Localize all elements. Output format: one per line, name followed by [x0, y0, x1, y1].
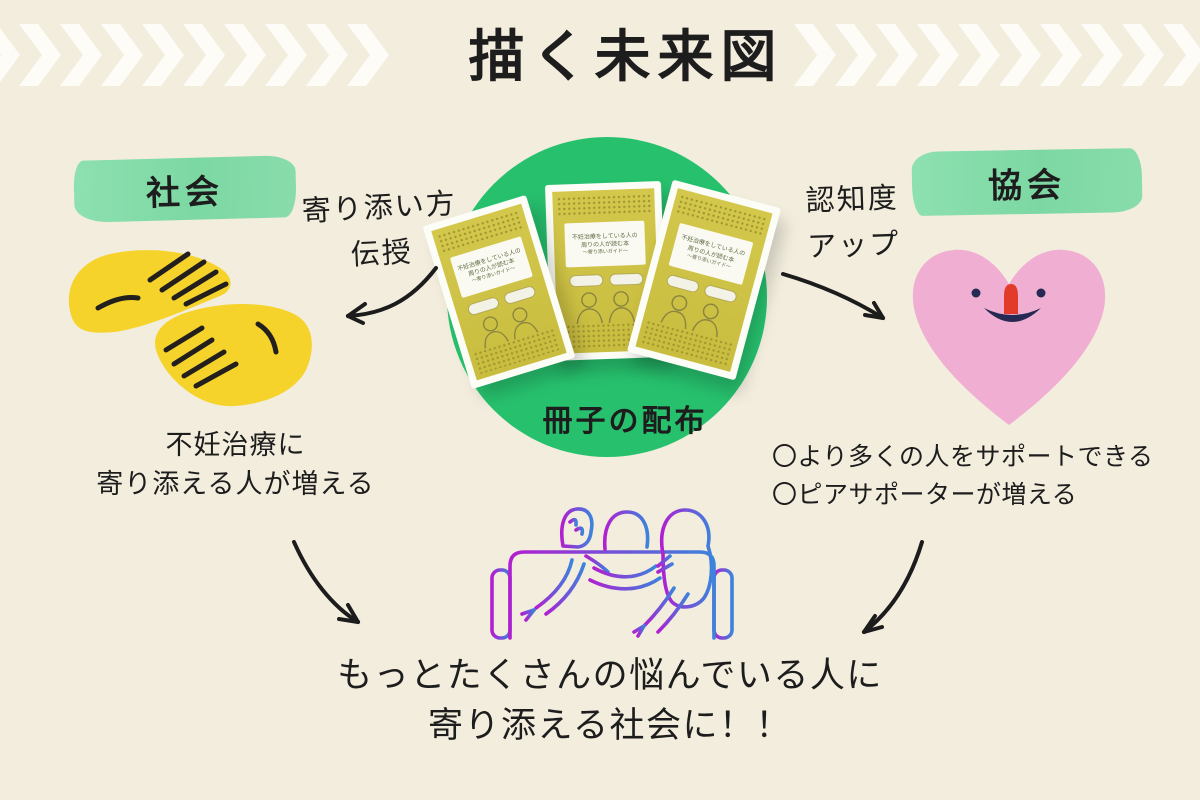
conclusion-line2: 寄り添える社会に！！: [428, 705, 792, 746]
booklet: 不妊治療をしている人の 周りの人が読む本 〜寄り添いガイド〜: [422, 194, 576, 390]
booklet-cover: 不妊治療をしている人の 周りの人が読む本 〜寄り添いガイド〜: [431, 203, 567, 381]
booklet-people-icon: [483, 306, 539, 349]
booklet-cover: 不妊治療をしている人の 周りの人が読む本 〜寄り添いガイド〜: [552, 188, 660, 354]
association-outcome-line2: 〇ピアサポーターが増える: [772, 479, 1078, 509]
booklet: 不妊治療をしている人の 周りの人が読む本 〜寄り添いガイド〜: [544, 181, 668, 361]
conclusion-line1: もっとたくさんの悩んでいる人に: [337, 656, 883, 696]
heart-nose: [1004, 284, 1018, 314]
people-hugging-illustration: [490, 507, 734, 674]
booklet: 不妊治療をしている人の 周りの人が読む本 〜寄り添いガイド〜: [626, 179, 782, 381]
arrow-society-to-goal-icon: [292, 540, 360, 624]
page-title: 描く未来図: [468, 25, 784, 90]
booklet-subtitle: 〜寄り添いガイド〜: [582, 248, 628, 256]
association-method-line1: 認知度: [805, 180, 900, 218]
association-label-text: 協会: [987, 164, 1067, 207]
booklet-cover: 不妊治療をしている人の 周りの人が読む本 〜寄り添いガイド〜: [635, 188, 773, 372]
association-label-badge: 協会: [911, 147, 1143, 217]
distribution-caption: 冊子の配布: [542, 404, 708, 439]
heart-smile: [984, 308, 1041, 322]
society-label-badge: 社会: [73, 155, 297, 223]
booklet-people-icon: [576, 291, 636, 325]
heart-eye-right: [1036, 288, 1046, 298]
arrow-to-association-icon: [781, 272, 885, 320]
society-outcome-text: 不妊治療に 寄り添える人が増える: [68, 426, 403, 504]
booklet-people-icon: [660, 295, 719, 339]
helping-hands-illustration: [68, 250, 312, 407]
society-outcome-line1: 不妊治療に: [165, 430, 306, 461]
society-outcome-line2: 寄り添える人が増える: [96, 469, 375, 501]
association-method-line2: アップ: [806, 226, 901, 264]
booklet-dot-texture: [556, 193, 651, 218]
arrow-to-society-icon: [346, 266, 438, 325]
association-outcome-line1: 〇より多くの人をサポートできる: [772, 442, 1154, 471]
heart-eye-left: [971, 288, 981, 298]
conclusion-text: もっとたくさんの悩んでいる人に 寄り添える社会に！！: [280, 652, 940, 751]
booklet-title-box: 不妊治療をしている人の 周りの人が読む本 〜寄り添いガイド〜: [564, 221, 646, 268]
society-label-text: 社会: [145, 171, 225, 214]
arrow-association-to-goal-icon: [862, 540, 924, 634]
chevron-pattern-right-icon: [794, 24, 1200, 86]
association-method-note: 認知度 アップ: [776, 173, 929, 271]
heart-character-illustration: [912, 249, 1106, 425]
chevron-pattern-left-icon: [0, 24, 389, 86]
association-outcome-text: 〇より多くの人をサポートできる 〇ピアサポーターが増える: [772, 438, 1187, 513]
